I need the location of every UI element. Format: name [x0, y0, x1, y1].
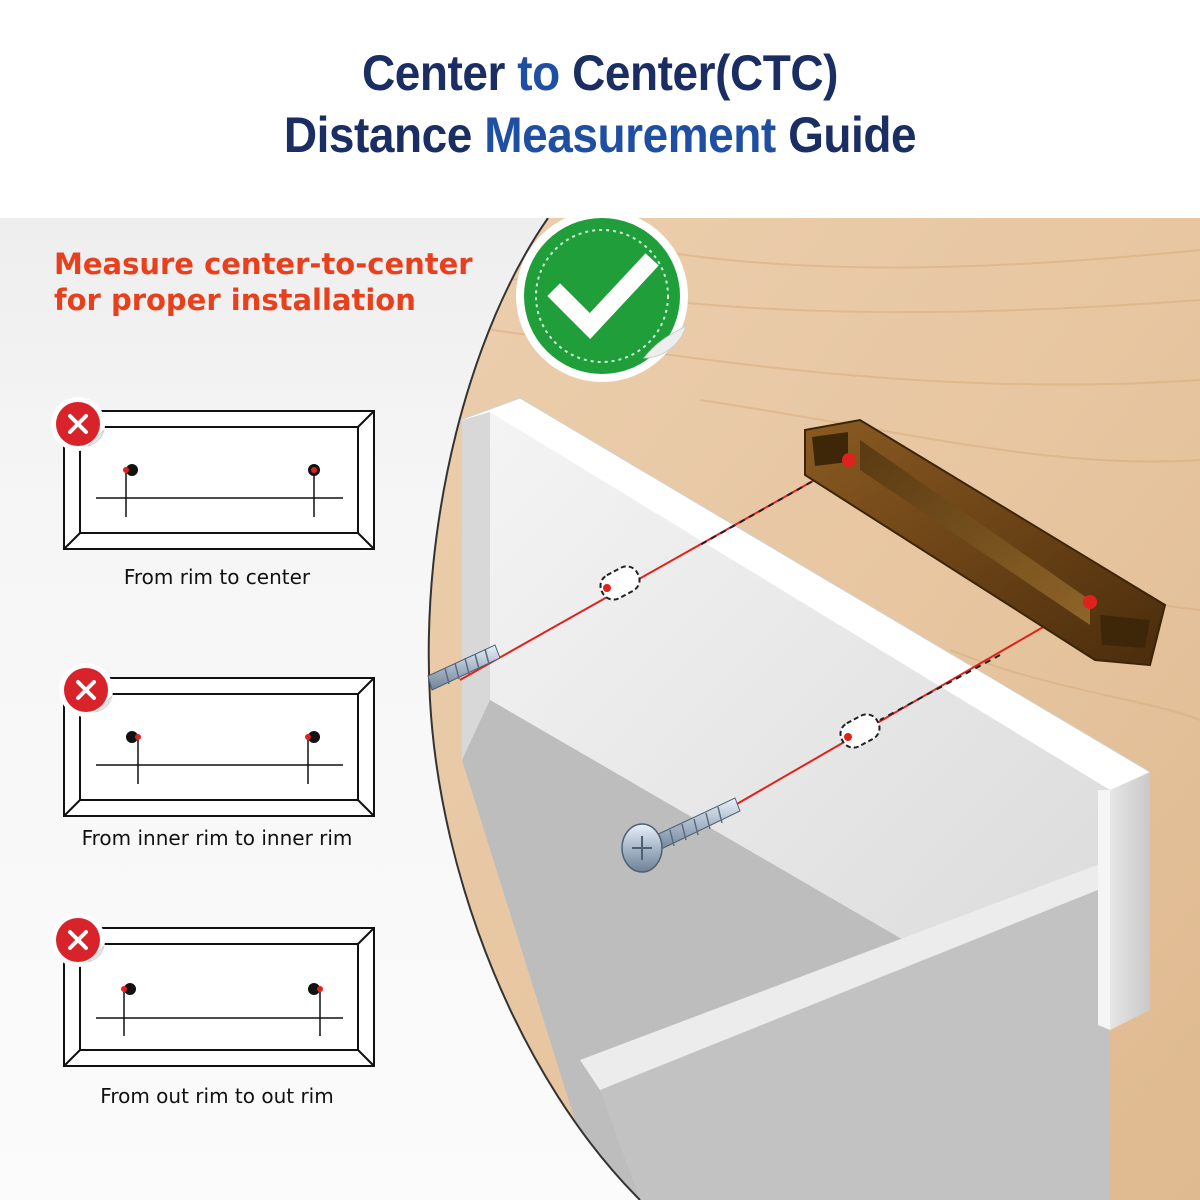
drawer-back-board: [490, 412, 1110, 1060]
title-line-2: Distance Measurement Guide: [48, 104, 1152, 166]
title-word: Center: [362, 45, 505, 101]
drawer-side-wall: [462, 412, 490, 760]
wrong-method-diagram-1: [63, 410, 375, 550]
title-line-1: Center to Center(CTC): [48, 42, 1152, 104]
x-icon: [51, 913, 105, 967]
title-word: Distance: [283, 107, 473, 163]
title-word: Center(CTC): [572, 45, 838, 101]
drawer-front-top-edge: [580, 860, 1110, 1090]
instruction-line-2: for proper installation: [54, 283, 416, 317]
scene-boundary: [427, 218, 641, 1200]
wrong-method-caption-2: From inner rim to inner rim: [81, 826, 353, 850]
instruction-heading: Measure center-to-center for proper inst…: [54, 246, 473, 318]
check-icon: [516, 210, 688, 382]
handle-hole-red-dot: [1083, 595, 1097, 609]
x-icon: [59, 663, 113, 717]
spacer-cylinders: [599, 565, 881, 749]
cabinet-handle: [804, 418, 1167, 667]
wrong-method-caption-3: From out rim to out rim: [100, 1084, 334, 1108]
page-title: Center to Center(CTC) Distance Measureme…: [48, 42, 1152, 166]
wrong-method-diagram-2: [63, 677, 375, 817]
handle-hole-red-dot: [842, 453, 856, 467]
title-word: Guide: [788, 107, 917, 163]
wrong-method-diagram-3: [63, 927, 375, 1067]
screw-right: [621, 797, 741, 873]
title-word: to: [517, 45, 560, 101]
drawer-front-panel: [600, 885, 1110, 1200]
wrong-method-caption-1: From rim to center: [123, 565, 311, 589]
x-icon: [51, 397, 105, 451]
screw-left: [427, 644, 501, 691]
instruction-line-1: Measure center-to-center: [54, 247, 473, 281]
drawer-end-cap: [1110, 772, 1150, 1030]
title-word: Measurement: [484, 107, 776, 163]
installation-scene: [427, 218, 1200, 1200]
